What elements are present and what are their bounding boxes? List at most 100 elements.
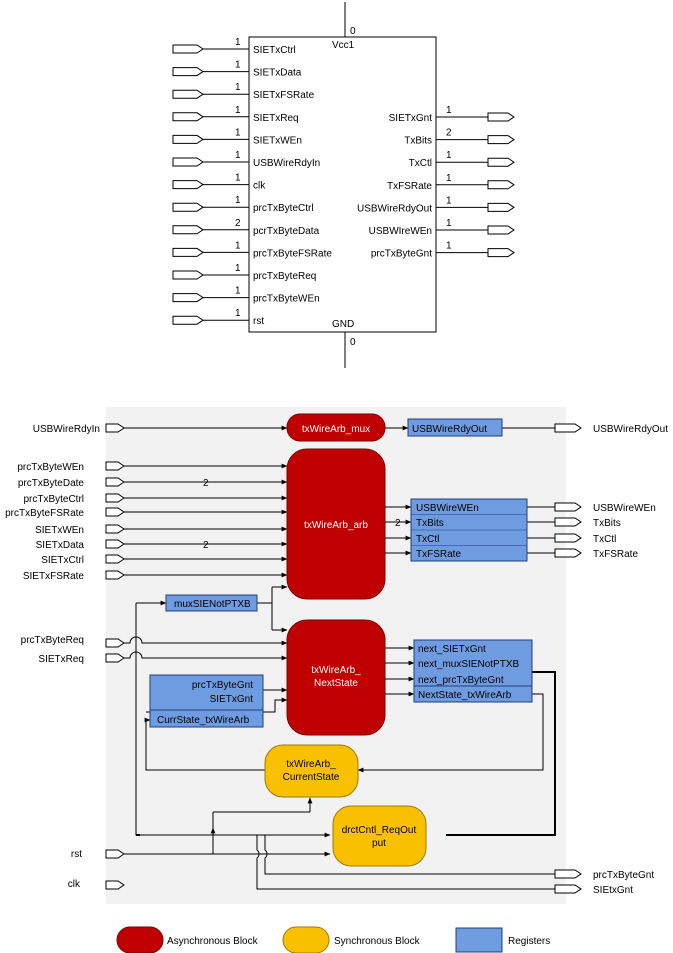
register-arb-out-0: USBWireWEn xyxy=(416,503,479,514)
async-block-arb-label: txWireArb_arb xyxy=(304,520,368,531)
sync-block-req-output-label-1: drctCntl_ReqOut xyxy=(342,825,417,836)
register-next-3: NextState_txWireArb xyxy=(418,690,512,701)
symbol-output-width: 1 xyxy=(446,105,452,116)
port-sie-tx-ctrl xyxy=(105,554,125,564)
symbol-input-name: pcrTxByteData xyxy=(253,226,320,237)
label-tx-fsrate: TxFSRate xyxy=(593,549,638,560)
port-prc-tx-byte-fsrate xyxy=(105,507,125,517)
async-block-mux: txWireArb_mux xyxy=(286,413,386,442)
symbol-input-width: 1 xyxy=(235,82,241,93)
symbol-input-port xyxy=(172,315,204,325)
symbol-output-width: 1 xyxy=(446,173,452,184)
symbol-output-pins: 1SIETxGnt2TxBits1TxCtl1TxFSRate1USBWireR… xyxy=(357,105,515,260)
port-rst xyxy=(105,849,125,859)
legend-swatch-registers xyxy=(455,927,503,953)
label-prc-tx-byte-wen: prcTxByteWEn xyxy=(17,462,84,473)
label-usb-wire-rdy-out: USBWireRdyOut xyxy=(593,424,668,435)
symbol-output-width: 1 xyxy=(446,241,452,252)
async-block-arb: txWireArb_arb xyxy=(286,448,386,600)
port-usb-wire-rdy-out xyxy=(554,423,582,433)
symbol-input-width: 1 xyxy=(235,60,241,71)
symbol-input-width: 1 xyxy=(235,173,241,184)
symbol-output-width: 1 xyxy=(446,150,452,161)
symbol-input-port xyxy=(172,112,204,122)
symbol-output-name: TxFSRate xyxy=(387,181,432,192)
label-prc-tx-byte-date: prcTxByteDate xyxy=(18,478,85,489)
label-sie-tx-fsrate: SIETxFSRate xyxy=(23,571,85,582)
label-sie-tx-data: SIETxData xyxy=(36,540,85,551)
port-tx-fsrate xyxy=(554,548,582,558)
symbol-output-name: TxCtl xyxy=(409,158,432,169)
symbol-input-width: 1 xyxy=(235,105,241,116)
port-usb-wire-rdy-in xyxy=(105,423,125,433)
register-current-0: prcTxByteGnt xyxy=(192,680,253,691)
register-mux-sel-label: muxSIENotPTXB xyxy=(174,599,251,610)
sync-block-current-state-label-1: txWireArb_ xyxy=(286,759,336,770)
symbol-input-name: rst xyxy=(253,316,264,327)
symbol-input-port xyxy=(172,44,204,54)
ground-pin-label: GND xyxy=(332,319,354,330)
symbol-output-name: USBWireRdyOut xyxy=(357,203,432,214)
legend-item-async: Asynchronous Block xyxy=(116,926,259,953)
register-next-1: next_muxSIENotPTXB xyxy=(418,659,519,670)
symbol-input-port xyxy=(172,180,204,190)
symbol-input-name: prcTxByteFSRate xyxy=(253,248,332,259)
symbol-input-port xyxy=(172,134,204,144)
legend-item-registers: Registers xyxy=(455,927,550,953)
symbol-output-width: 1 xyxy=(446,195,452,206)
sync-block-req-output-label-2: put xyxy=(372,838,386,849)
symbol-input-port xyxy=(172,270,204,280)
symbol-input-name: SIETxCtrl xyxy=(253,45,296,56)
label-tx-bits: TxBits xyxy=(593,518,621,529)
port-prc-tx-byte-ctrl xyxy=(105,493,125,503)
legend-swatch-async xyxy=(116,926,164,953)
async-block-mux-label: txWireArb_mux xyxy=(302,424,370,435)
symbol-input-name: prcTxByteWEn xyxy=(253,294,320,305)
symbol-output-name: TxBits xyxy=(404,136,432,147)
label-clk: clk xyxy=(68,879,81,890)
port-prc-tx-byte-gnt-out xyxy=(554,869,582,879)
symbol-output-port xyxy=(487,202,515,212)
symbol-input-port xyxy=(172,225,204,235)
bus-width-sie-data: 2 xyxy=(203,540,209,551)
register-arb-outputs: USBWireWEn TxBits TxCtl TxFSRate xyxy=(410,498,528,562)
symbol-input-width: 1 xyxy=(235,286,241,297)
port-tx-bits xyxy=(554,517,582,527)
symbol-output-port xyxy=(487,135,515,145)
legend-label-sync: Synchronous Block xyxy=(334,936,421,947)
symbol-input-pins: 1SIETxCtrl1SIETxData1SIETxFSRate1SIETxRe… xyxy=(172,37,332,327)
label-tx-ctl: TxCtl xyxy=(593,534,616,545)
register-mux-sel: muxSIENotPTXB xyxy=(165,594,258,612)
symbol-input-port xyxy=(172,247,204,257)
port-prc-tx-byte-wen xyxy=(105,461,125,471)
symbol-output-port xyxy=(487,248,515,258)
symbol-output-name: prcTxByteGnt xyxy=(371,249,432,260)
symbol-input-name: SIETxWEn xyxy=(253,135,302,146)
symbol-output-width: 1 xyxy=(446,218,452,229)
port-prc-tx-byte-req xyxy=(105,638,125,648)
symbol-input-width: 1 xyxy=(235,37,241,48)
bus-width-tx-bits: 2 xyxy=(395,518,401,529)
symbol-output-name: USBWIreWEn xyxy=(369,226,432,237)
sync-block-req-output: drctCntl_ReqOut put xyxy=(332,805,427,867)
symbol-input-name: prcTxByteReq xyxy=(253,271,316,282)
symbol-input-port xyxy=(172,157,204,167)
top-pin-value: 0 xyxy=(350,26,356,37)
symbol-input-port xyxy=(172,67,204,77)
legend-label-async: Asynchronous Block xyxy=(167,936,259,947)
component-symbol: 0 0 Vcc1 GND 1SIETxCtrl1SIETxData1SIETxF… xyxy=(172,2,515,368)
symbol-output-port xyxy=(487,157,515,167)
block-wires xyxy=(124,425,556,890)
register-arb-out-1: TxBits xyxy=(416,518,444,529)
symbol-input-width: 1 xyxy=(235,263,241,274)
label-sie-tx-req: SIETxReq xyxy=(38,654,84,665)
symbol-input-name: SIETxData xyxy=(253,68,302,79)
port-sie-tx-req xyxy=(105,653,125,663)
symbol-input-port xyxy=(172,293,204,303)
register-next-2: next_prcTxByteGnt xyxy=(418,675,504,686)
bus-width-prc-data: 2 xyxy=(203,478,209,489)
register-current: prcTxByteGnt SIETxGnt CurrState_txWireAr… xyxy=(149,674,264,728)
symbol-output-port xyxy=(487,180,515,190)
symbol-input-name: SIETxReq xyxy=(253,113,299,124)
